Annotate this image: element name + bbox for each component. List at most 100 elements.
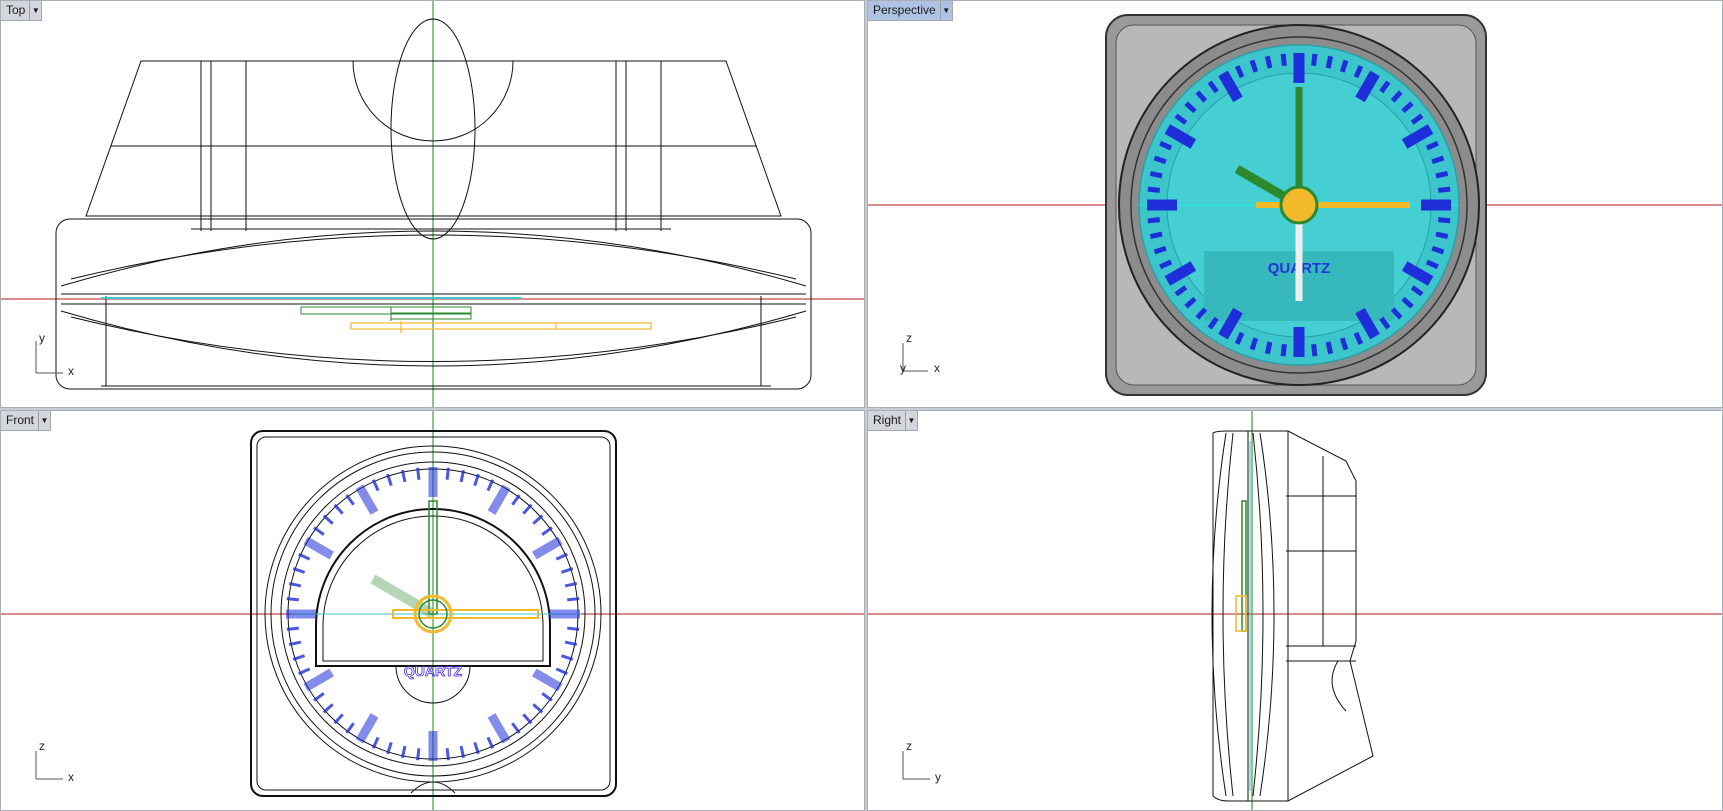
axis-label-y: y xyxy=(39,331,45,345)
minute-marker xyxy=(459,469,466,483)
hour-marker xyxy=(1164,124,1197,149)
hour-marker xyxy=(1164,261,1197,286)
hour-marker xyxy=(355,484,379,515)
minute-marker xyxy=(1401,296,1414,309)
axis-lines xyxy=(35,341,63,374)
hour-hand-outline xyxy=(370,574,436,619)
dropdown-arrow-icon[interactable]: ▼ xyxy=(38,411,50,430)
minute-marker xyxy=(1280,343,1287,357)
minute-marker xyxy=(560,654,574,661)
minute-marker xyxy=(416,748,421,761)
dropdown-arrow-icon[interactable]: ▼ xyxy=(29,1,41,20)
minute-marker xyxy=(345,722,355,734)
minute-marker xyxy=(386,473,393,487)
second-hand-outline xyxy=(392,609,539,619)
minute-marker xyxy=(473,473,480,487)
minute-marker xyxy=(1390,90,1403,103)
minute-marker xyxy=(1401,101,1414,114)
dial-brand-label: QUARTZ xyxy=(404,663,463,679)
hour-marker xyxy=(487,713,511,744)
minute-marker xyxy=(1435,170,1449,179)
minute-marker xyxy=(1147,217,1161,224)
minute-marker xyxy=(1149,170,1163,179)
minute-marker xyxy=(1435,231,1449,240)
minute-marker xyxy=(1437,186,1451,193)
axis-lines xyxy=(902,751,930,780)
minute-marker xyxy=(567,597,580,602)
minute-marker xyxy=(288,581,302,588)
minute-marker xyxy=(486,736,495,749)
axis-lines xyxy=(902,343,928,372)
minute-marker xyxy=(459,745,466,759)
minute-marker xyxy=(1147,186,1161,193)
viewport-right[interactable]: Right ▼ z y xyxy=(867,410,1723,811)
minute-marker xyxy=(1207,80,1219,94)
minute-marker xyxy=(292,654,306,661)
minute-marker xyxy=(1379,316,1391,330)
minute-marker xyxy=(292,567,306,574)
hour-marker xyxy=(532,536,563,560)
minute-marker xyxy=(400,745,407,759)
hour-marker xyxy=(1355,70,1380,103)
minute-marker xyxy=(1325,341,1334,355)
minute-marker xyxy=(541,526,553,536)
viewport-label-perspective[interactable]: Perspective ▼ xyxy=(868,1,953,21)
minute-marker xyxy=(322,703,334,714)
top-view-drawing[interactable] xyxy=(1,1,865,408)
minute-marker xyxy=(1437,217,1451,224)
minute-marker xyxy=(1353,331,1364,345)
minute-marker xyxy=(1410,113,1424,125)
dropdown-arrow-icon[interactable]: ▼ xyxy=(905,411,917,430)
hour-marker xyxy=(1401,124,1434,149)
minute-marker xyxy=(522,713,533,725)
right-view-drawing[interactable] xyxy=(868,411,1723,811)
minute-marker xyxy=(322,514,334,525)
viewport-label-front[interactable]: Front ▼ xyxy=(1,411,52,431)
minute-marker xyxy=(313,526,325,536)
hour-marker xyxy=(532,668,563,692)
minute-marker xyxy=(555,667,568,676)
viewport-title: Perspective xyxy=(873,3,936,17)
minute-marker xyxy=(1339,337,1349,351)
hour-marker xyxy=(1355,307,1380,340)
minute-marker xyxy=(564,581,578,588)
minute-marker xyxy=(511,494,521,506)
axis-label-z: z xyxy=(906,739,912,753)
minute-marker xyxy=(522,503,533,515)
dropdown-arrow-icon[interactable]: ▼ xyxy=(939,1,952,20)
axis-label-z: z xyxy=(906,331,912,345)
axis-label-x: x xyxy=(934,361,940,375)
viewport-front[interactable]: Front ▼ QUARTZ z x xyxy=(0,410,865,811)
minute-marker xyxy=(1249,337,1259,351)
axis-lines xyxy=(35,751,63,780)
perspective-view-drawing[interactable]: QUARTZ xyxy=(868,1,1723,408)
minute-marker xyxy=(567,626,580,631)
hour-marker xyxy=(355,713,379,744)
minute-marker xyxy=(1339,59,1349,73)
front-view-drawing[interactable]: QUARTZ xyxy=(1,411,865,811)
viewport-top[interactable]: Top ▼ y xyxy=(0,0,865,408)
viewport-perspective[interactable]: Perspective ▼ QUARTZ z y x xyxy=(867,0,1723,408)
viewport-label-right[interactable]: Right ▼ xyxy=(868,411,919,431)
hour-marker xyxy=(303,668,334,692)
hour-marker xyxy=(1218,307,1243,340)
minute-marker xyxy=(1184,296,1197,309)
viewport-title: Front xyxy=(6,413,35,427)
viewport-title: Right xyxy=(873,413,902,427)
minute-marker xyxy=(1280,53,1287,67)
minute-marker xyxy=(333,503,344,515)
hand-hub xyxy=(1279,185,1319,225)
viewport-label-top[interactable]: Top ▼ xyxy=(1,1,43,21)
minute-marker xyxy=(1431,245,1445,255)
hand-hub-outline xyxy=(413,594,453,634)
minute-marker xyxy=(1264,341,1273,355)
minute-marker xyxy=(286,626,299,631)
minute-marker xyxy=(1431,155,1445,165)
minute-hand-outline xyxy=(428,500,438,615)
minute-marker xyxy=(1234,65,1245,79)
hour-markers xyxy=(1147,53,1451,357)
minute-marker xyxy=(1195,90,1208,103)
axis-label-y: y xyxy=(900,361,906,375)
minute-marker xyxy=(288,640,302,647)
minute-marker xyxy=(313,692,325,702)
